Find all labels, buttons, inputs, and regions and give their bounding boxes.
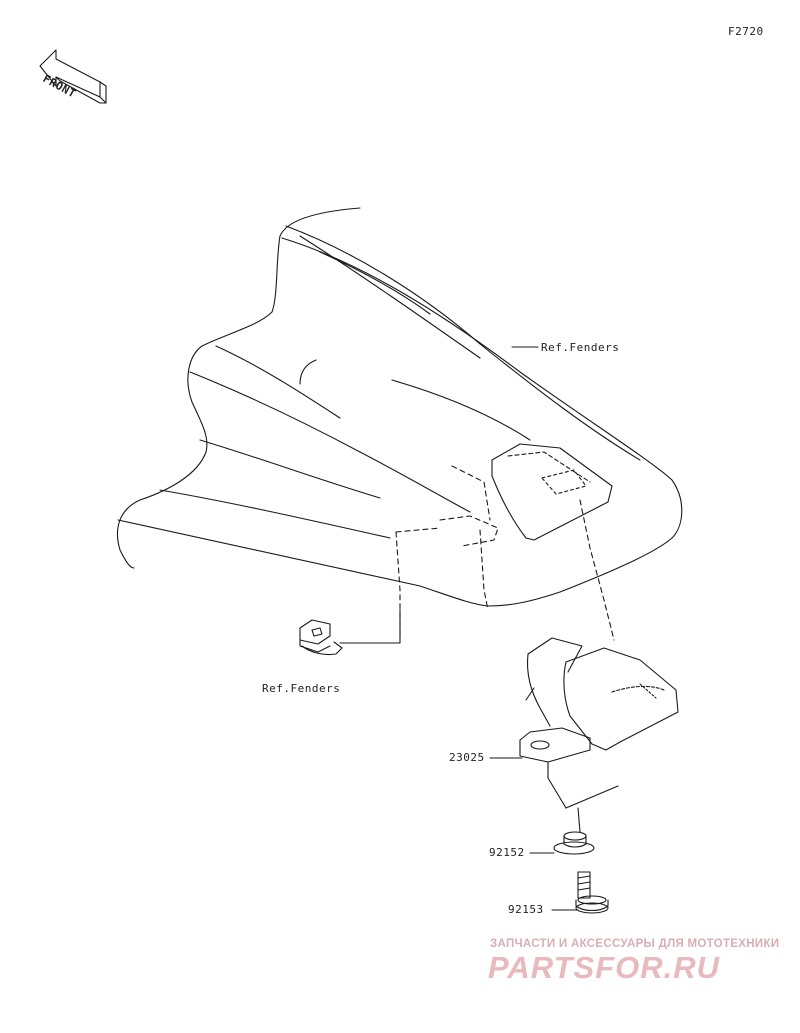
lamp-recess xyxy=(491,443,613,541)
front-arrow-icon xyxy=(39,49,107,104)
washer-92152 xyxy=(553,831,595,855)
ref-fenders-upper-label[interactable]: Ref.Fenders xyxy=(541,341,620,354)
part-number-92152[interactable]: 92152 xyxy=(489,846,525,859)
bolt-92153 xyxy=(575,871,609,914)
part-number-92153[interactable]: 92153 xyxy=(508,903,544,916)
watermark-brand: PARTSFOR.RU xyxy=(488,950,721,985)
rear-fender-outline xyxy=(117,207,683,607)
ref-fenders-lower-label[interactable]: Ref.Fenders xyxy=(262,682,341,695)
fastener-lines xyxy=(547,761,619,833)
speed-nut-clip xyxy=(299,619,343,656)
label-leaders xyxy=(489,346,579,911)
watermark-tagline: ЗАПЧАСТИ И АКСЕССУАРЫ ДЛЯ МОТОТЕХНИКИ xyxy=(490,938,780,950)
part-number-23025[interactable]: 23025 xyxy=(449,751,485,764)
hidden-bracket-lines xyxy=(395,465,615,641)
clip-leader xyxy=(339,609,401,644)
figure-code: F2720 xyxy=(728,25,764,38)
license-lamp-unit xyxy=(519,637,679,763)
